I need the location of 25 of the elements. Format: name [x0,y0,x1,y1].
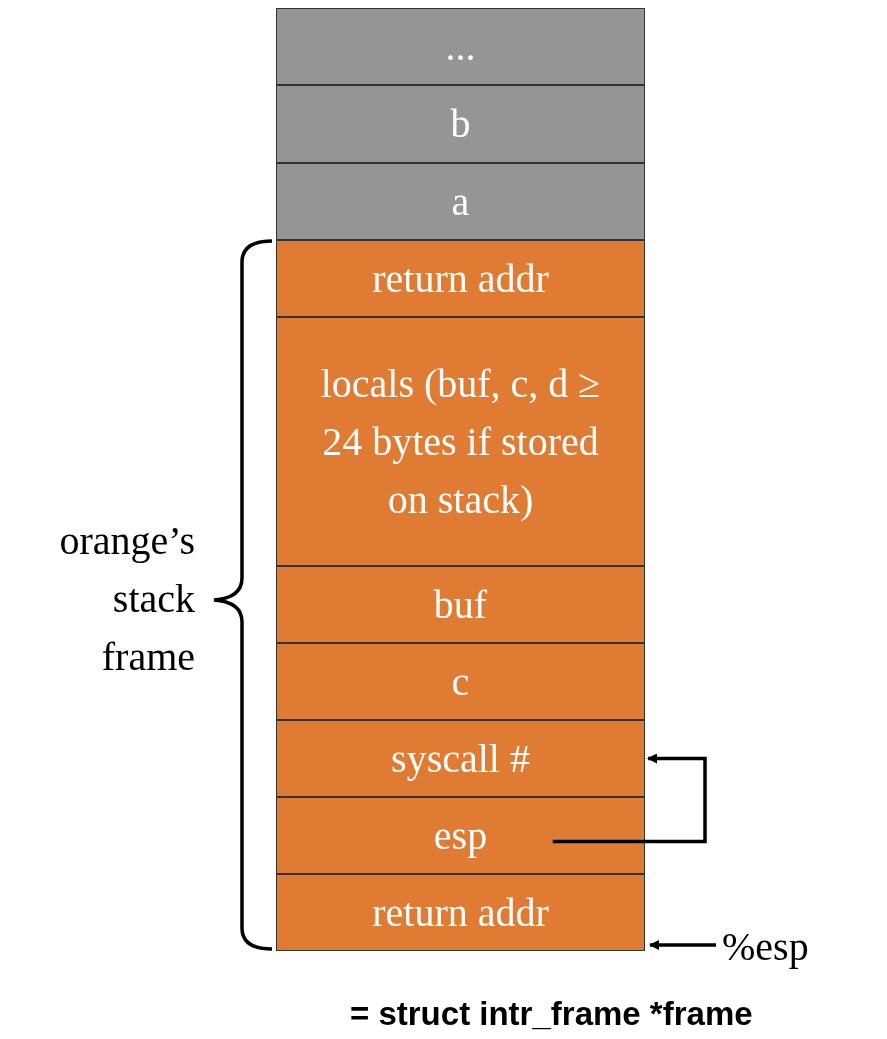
slot-label: esp [432,811,489,860]
slot-label: c [450,657,471,706]
stack-slot [276,566,645,643]
arrow [649,940,716,950]
stack-slot [276,643,645,720]
note-text: = struct intr_frame *frame [350,995,753,1033]
slot-label: buf [432,580,489,629]
stack-slot [276,317,645,566]
arrow [552,753,707,844]
slot-label: a [450,177,471,226]
slot-label: b [449,100,472,148]
stack-slot [276,240,645,317]
slot-label: syscall # [390,734,531,783]
stack-slot [276,874,645,951]
stack-slot [276,85,645,163]
slot-label: ... [444,22,477,71]
brace-label: orange’s stack frame [58,517,195,681]
slot-label: return addr [371,888,550,937]
stack-slot [276,163,645,240]
register-label: %esp [722,922,809,972]
stack-slot [276,720,645,797]
stack-slot [276,8,645,85]
slot-label: return addr [371,254,550,303]
stack-slot [276,797,645,874]
slot-label: locals (buf, c, d ≥ 24 bytes if stored on stack) [319,359,602,524]
